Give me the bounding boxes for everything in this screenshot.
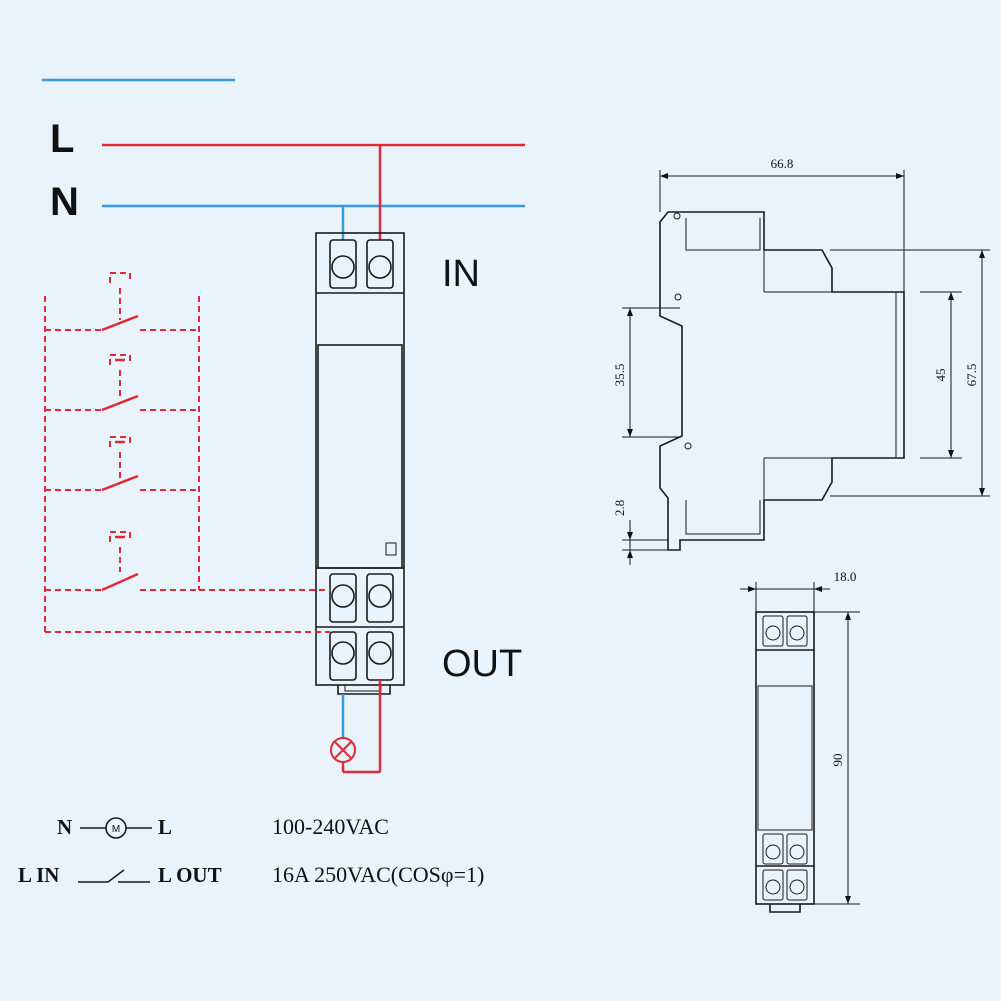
terminal-out-neutral (329, 631, 357, 681)
dim-front-width: 18.0 (834, 569, 857, 584)
push-button-switch-4 (45, 531, 199, 592)
switch-icon (78, 869, 150, 883)
dim-width: 66.8 (771, 156, 794, 171)
terminal-aux-1 (329, 573, 357, 623)
status-led (385, 542, 397, 556)
push-button-switch-1 (45, 272, 199, 332)
front-view-drawing: 18.0 90 (740, 569, 860, 913)
svg-text:M: M (112, 824, 120, 835)
legend-n-label: N (57, 815, 72, 839)
legend-l-label: L (158, 815, 172, 839)
push-button-network (44, 272, 330, 633)
front-terminals (762, 615, 808, 901)
terminal-in-neutral (329, 239, 357, 289)
legend-l-in: L IN (18, 863, 59, 887)
dim-inner-height: 45 (933, 369, 948, 382)
terminal-aux-2 (366, 573, 394, 623)
motor-icon: M (105, 817, 127, 839)
legend-rating: 16A 250VAC(COSφ=1) (272, 862, 484, 887)
neutral-label: N (50, 180, 79, 224)
side-view-drawing: 66.8 35.5 45 67.5 2.8 (612, 156, 990, 565)
timer-device (315, 232, 405, 695)
legend-supply: 100-240VAC (272, 814, 389, 839)
push-button-switch-2 (45, 354, 199, 412)
push-button-switch-3 (45, 436, 199, 492)
dim-front-height: 90 (830, 754, 845, 767)
load-lamp-circuit (330, 680, 382, 774)
lamp-icon (330, 737, 356, 763)
dim-rail-height: 35.5 (612, 364, 627, 387)
out-label: OUT (442, 643, 522, 685)
terminal-in-line (366, 239, 394, 289)
legend-l-out: L OUT (158, 863, 222, 887)
in-label: IN (442, 253, 480, 295)
line-label: L (50, 117, 74, 161)
dim-total-height: 67.5 (964, 364, 979, 387)
terminal-out-line (366, 631, 394, 681)
legend: N M L 100-240VAC L IN L OUT 16A 250VAC(C… (18, 814, 484, 887)
dim-base-offset: 2.8 (612, 500, 627, 516)
